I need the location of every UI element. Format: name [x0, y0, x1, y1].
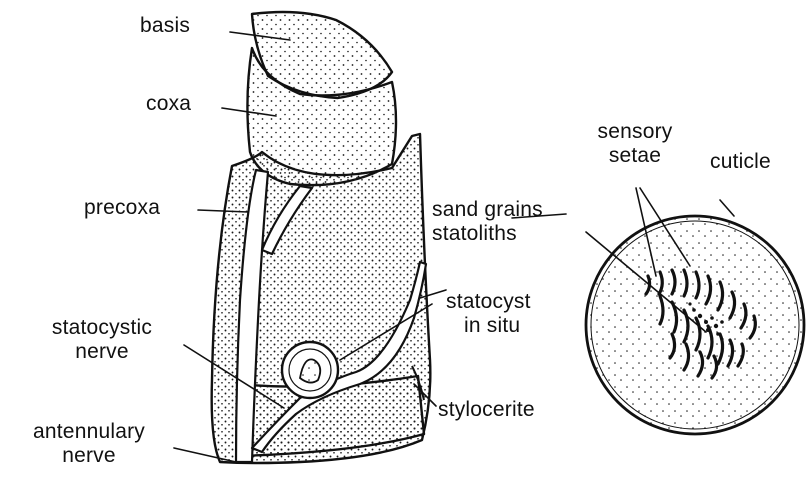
- label-antennulary-nerve-line2: nerve: [4, 444, 174, 468]
- label-statocystic-nerve-line1: statocystic: [26, 316, 178, 340]
- label-cuticle: cuticle: [710, 150, 771, 174]
- label-setae: setae: [570, 144, 700, 168]
- label-statocyst: statocyst: [446, 290, 531, 314]
- label-sand-grains: sand grains: [432, 198, 543, 222]
- label-sand-grains-statoliths: sand grains statoliths: [432, 198, 543, 246]
- label-in-situ: in situ: [446, 314, 531, 338]
- statocyst-detail: [586, 216, 804, 434]
- label-statoliths: statoliths: [432, 222, 543, 246]
- label-basis: basis: [140, 14, 190, 38]
- label-statocystic-nerve-line2: nerve: [26, 340, 178, 364]
- statocyst-in-situ: [282, 342, 338, 398]
- label-antennulary-nerve-line1: antennulary: [4, 420, 174, 444]
- label-statocystic-nerve: statocystic nerve: [26, 316, 178, 364]
- label-precoxa: precoxa: [84, 196, 160, 220]
- label-sensory: sensory: [570, 120, 700, 144]
- label-sensory-setae: sensory setae: [570, 120, 700, 168]
- label-antennulary-nerve: antennulary nerve: [4, 420, 174, 468]
- label-stylocerite: stylocerite: [438, 398, 535, 422]
- label-statocyst-in-situ: statocyst in situ: [446, 290, 531, 338]
- label-coxa: coxa: [146, 92, 191, 116]
